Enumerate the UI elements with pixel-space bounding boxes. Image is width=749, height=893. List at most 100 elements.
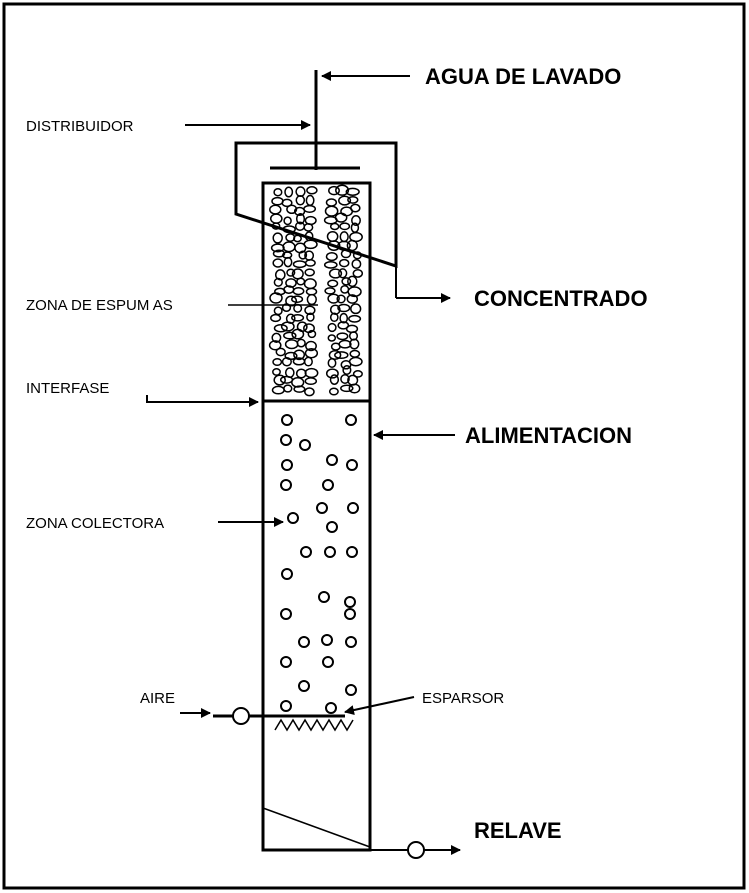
froth-bubble	[349, 338, 360, 350]
froth-bubble	[305, 287, 318, 296]
froth-bubble	[329, 222, 340, 231]
froth-bubble	[303, 239, 318, 250]
froth-bubble	[304, 268, 315, 277]
collection-bubble	[326, 521, 338, 533]
froth-bubble	[282, 241, 296, 253]
froth-bubble	[328, 268, 343, 279]
froth-bubble	[338, 258, 350, 268]
collection-bubble	[280, 608, 292, 620]
froth-bubble	[269, 292, 283, 304]
froth-bubble	[334, 212, 348, 223]
label-relave: RELAVE	[474, 818, 562, 843]
froth-bubble	[293, 385, 306, 393]
froth-bubble	[295, 213, 306, 225]
collection-bubble	[287, 512, 299, 524]
froth-bubble	[284, 186, 294, 198]
label-zona-colectora: ZONA COLECTORA	[26, 515, 164, 532]
froth-bubble	[348, 314, 362, 323]
collection-bubble	[346, 459, 358, 471]
froth-bubble	[291, 295, 304, 304]
froth-bubble	[327, 322, 337, 333]
froth-bubble	[327, 358, 337, 368]
collection-bubble	[318, 591, 330, 603]
froth-bubble	[352, 370, 363, 378]
froth-bubble	[345, 324, 359, 334]
froth-bubble	[348, 383, 361, 394]
collection-bubble	[345, 684, 357, 696]
froth-bubble	[272, 232, 283, 244]
tailing-valve	[407, 841, 425, 859]
froth-bubble	[340, 384, 354, 393]
collection-bubble	[280, 700, 292, 712]
froth-bubble	[271, 196, 284, 206]
froth-bubble	[304, 387, 315, 397]
froth-bubble	[283, 384, 293, 393]
collection-bubble	[280, 656, 292, 668]
froth-bubble	[326, 230, 339, 243]
froth-bubble	[352, 251, 362, 260]
froth-bubble	[324, 205, 339, 217]
froth-bubble	[327, 240, 341, 251]
froth-bubble	[283, 331, 297, 340]
froth-bubble	[305, 340, 317, 352]
froth-bubble	[303, 356, 313, 367]
froth-bubble	[303, 204, 317, 213]
froth-bubble	[283, 216, 292, 226]
froth-bubble	[337, 321, 350, 330]
froth-bubble	[327, 334, 337, 342]
froth-bubble	[346, 294, 359, 304]
collection-bubble	[345, 414, 357, 426]
collection-bubble	[346, 546, 358, 558]
froth-bubble	[327, 293, 340, 304]
froth-bubbles	[268, 184, 364, 397]
froth-bubble	[328, 185, 340, 196]
froth-bubble	[347, 195, 359, 204]
froth-bubble	[323, 261, 338, 269]
collection-bubble	[316, 502, 328, 514]
froth-bubble	[295, 186, 306, 197]
froth-bubble	[273, 277, 283, 287]
collection-bubble	[281, 459, 293, 471]
collection-bubble	[299, 439, 311, 451]
froth-bubble	[295, 195, 306, 206]
froth-bubble	[296, 338, 306, 348]
froth-bubble	[347, 286, 362, 298]
froth-bubble	[350, 203, 361, 213]
froth-bubble	[284, 339, 299, 350]
tailing-diagonal	[262, 807, 371, 848]
froth-bubble	[295, 368, 307, 379]
froth-bubble	[325, 252, 338, 262]
froth-bubble	[335, 184, 350, 196]
froth-bubble	[327, 279, 339, 288]
froth-bubble	[279, 375, 294, 384]
froth-bubble	[271, 385, 285, 395]
froth-bubble	[346, 239, 358, 252]
froth-bubble	[272, 249, 286, 258]
froth-bubble	[304, 347, 319, 359]
interfase-pointer	[146, 395, 259, 407]
froth-bubble	[296, 277, 306, 286]
froth-bubble	[329, 312, 339, 323]
label-agua-de-lavado: AGUA DE LAVADO	[425, 64, 621, 89]
froth-bubble	[286, 204, 298, 215]
froth-bubble	[334, 351, 349, 360]
collection-bubble	[298, 680, 310, 692]
froth-bubble	[285, 295, 298, 307]
froth-bubble	[324, 287, 336, 295]
froth-bubble	[306, 312, 315, 322]
froth-bubble	[305, 194, 315, 207]
collection-bubbles	[280, 414, 359, 714]
collection-bubble	[324, 546, 336, 558]
froth-bubble	[306, 186, 318, 195]
froth-bubble	[282, 225, 296, 234]
collection-bubble	[347, 502, 359, 514]
collection-bubble	[326, 454, 338, 466]
froth-bubble	[351, 215, 361, 226]
froth-bubble	[307, 329, 317, 339]
froth-bubble	[303, 223, 314, 232]
froth-bubble	[281, 303, 292, 313]
collection-bubble	[280, 479, 292, 491]
froth-bubble	[336, 294, 346, 304]
esparsor-arrow	[344, 696, 415, 715]
